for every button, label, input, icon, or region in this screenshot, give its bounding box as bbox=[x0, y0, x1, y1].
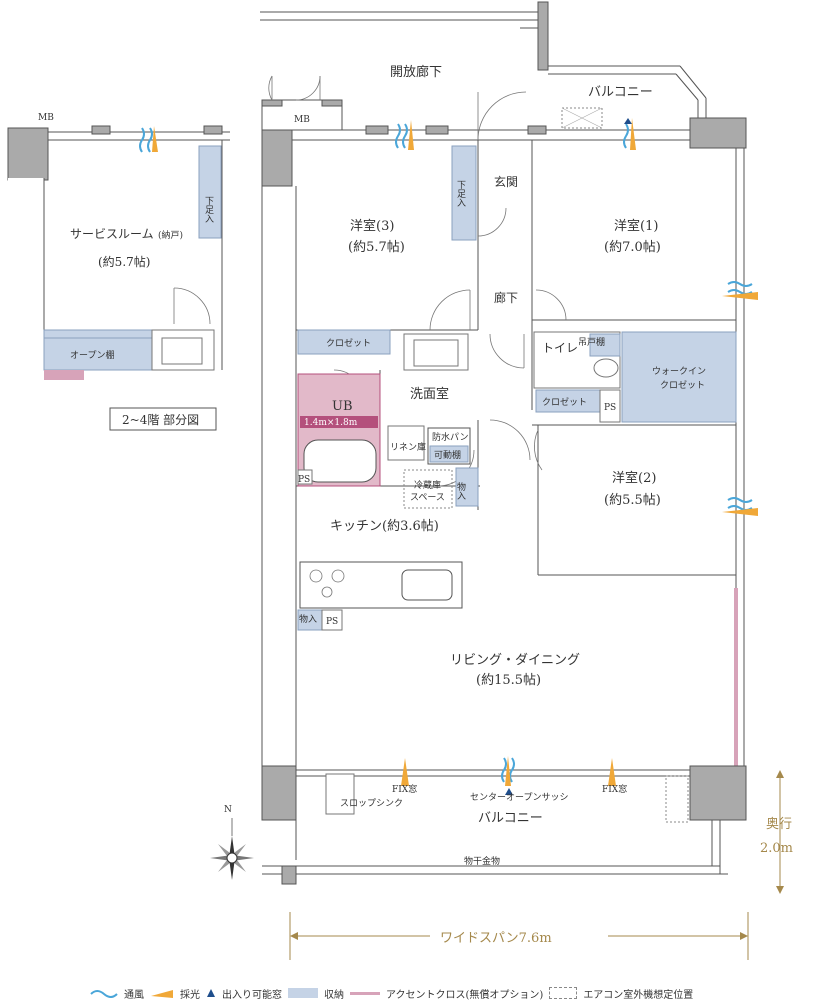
inset-plan: MB 下足入 サービスルーム (納戸) (約5.7帖) オープン棚 2~4階 部… bbox=[7, 113, 230, 431]
western2-name: 洋室(2) bbox=[612, 470, 656, 486]
inset-shoe-storage bbox=[198, 145, 222, 239]
movable-shelf-label: 可動棚 bbox=[434, 449, 461, 461]
shoe-storage bbox=[451, 145, 477, 241]
storage-swatch bbox=[288, 988, 318, 998]
waterproof-pan-label: 防水パン bbox=[432, 431, 468, 443]
daylight-swatch bbox=[151, 990, 173, 998]
shoe-storage-label: 下足入 bbox=[455, 180, 466, 207]
accent-swatch bbox=[350, 991, 380, 995]
western3-name: 洋室(3) bbox=[350, 218, 394, 234]
main-plan: 開放廊下 バルコニー MB 玄関 下足入 洋室(3) (約5.7帖) 洋室(1)… bbox=[210, 1, 793, 960]
inset-open-shelf-label: オープン棚 bbox=[70, 349, 114, 361]
ps-label-hall: PS bbox=[604, 403, 616, 413]
inset-open-shelf bbox=[43, 337, 153, 371]
living-size: (約15.5帖) bbox=[476, 673, 541, 688]
toilet-label: トイレ bbox=[542, 341, 578, 355]
fix-window-right-label: FIX窓 bbox=[602, 783, 627, 795]
closet-western3-label: クロゼット bbox=[326, 337, 371, 349]
hanging-shelf-label: 吊戸棚 bbox=[578, 336, 605, 348]
washroom-label: 洗面室 bbox=[410, 386, 449, 402]
inset-service-room-sub: (納戸) bbox=[158, 229, 183, 241]
ac-marker-top bbox=[561, 107, 603, 129]
legend: 通風 採光 出入り可能窓 収納 アクセントクロス(無償オプション) エアコン室外… bbox=[90, 986, 810, 1001]
linen-label: リネン庫 bbox=[390, 441, 426, 453]
western2-size: (約5.5帖) bbox=[604, 493, 661, 508]
walkin-closet bbox=[621, 331, 737, 423]
ub-size-label: 1.4m×1.8m bbox=[304, 418, 358, 428]
depth-label: 奥行 bbox=[766, 817, 792, 832]
closet-western3 bbox=[297, 329, 391, 355]
legend-accent-cloth: アクセントクロス(無償オプション) bbox=[386, 989, 544, 1001]
fridge-label-1: 冷蔵庫 bbox=[414, 479, 441, 491]
walkin-label-2: クロゼット bbox=[660, 379, 705, 391]
wide-span-label: ワイドスパン7.6m bbox=[440, 931, 552, 946]
storage-kitchen bbox=[455, 467, 479, 507]
legend-ac-outdoor: エアコン室外機想定位置 bbox=[583, 989, 694, 1001]
inset-shoe-label: 下足入 bbox=[203, 196, 214, 223]
closet-hall-label: クロゼット bbox=[542, 396, 587, 408]
inset-mb-label: MB bbox=[38, 113, 54, 123]
hallway-label: 廊下 bbox=[494, 290, 518, 305]
access-window-icon bbox=[207, 989, 215, 997]
western1-size: (約7.0帖) bbox=[604, 240, 661, 255]
open-corridor-label: 開放廊下 bbox=[390, 64, 442, 80]
slop-sink-label: スロップシンク bbox=[340, 798, 403, 809]
western1-name: 洋室(1) bbox=[614, 218, 658, 234]
window-markers bbox=[395, 118, 758, 795]
laundry-hanger-label: 物干金物 bbox=[464, 855, 500, 867]
center-sash-label: センターオープンサッシ bbox=[470, 792, 568, 803]
ventilation-swatch bbox=[90, 990, 118, 998]
compass-n-label: N bbox=[224, 805, 232, 815]
legend-storage: 収納 bbox=[324, 989, 344, 1001]
fix-window-left-label: FIX窓 bbox=[392, 783, 417, 795]
mb-label: MB bbox=[294, 115, 310, 125]
ps-label-kitchen: PS bbox=[326, 617, 338, 627]
compass bbox=[210, 818, 254, 880]
inset-service-room-size: (約5.7帖) bbox=[98, 254, 150, 269]
balcony-bottom-label: バルコニー bbox=[478, 811, 543, 826]
ac-swatch bbox=[549, 987, 578, 999]
ps-label-ub: PS bbox=[298, 475, 310, 485]
western3-size: (約5.7帖) bbox=[348, 240, 405, 255]
inset-service-room-label: サービスルーム bbox=[70, 227, 154, 241]
kitchen-label: キッチン(約3.6帖) bbox=[330, 519, 439, 534]
legend-ventilation: 通風 bbox=[124, 989, 144, 1001]
balcony-top-label: バルコニー bbox=[588, 85, 653, 100]
entrance-label: 玄関 bbox=[494, 174, 518, 189]
storage-kitchen-label: 物入 bbox=[455, 481, 466, 500]
legend-daylight: 採光 bbox=[180, 989, 200, 1001]
ub-label: UB bbox=[332, 399, 353, 414]
fridge-label-2: スペース bbox=[410, 493, 445, 503]
inset-accent-cloth bbox=[44, 370, 84, 380]
walkin-label-1: ウォークイン bbox=[652, 366, 706, 377]
storage-living-label: 物入 bbox=[299, 613, 317, 625]
depth-value: 2.0m bbox=[760, 841, 793, 856]
inset-caption: 2~4階 部分図 bbox=[122, 412, 199, 427]
legend-access-window: 出入り可能窓 bbox=[222, 989, 282, 1001]
living-name: リビング・ダイニング bbox=[450, 653, 580, 668]
